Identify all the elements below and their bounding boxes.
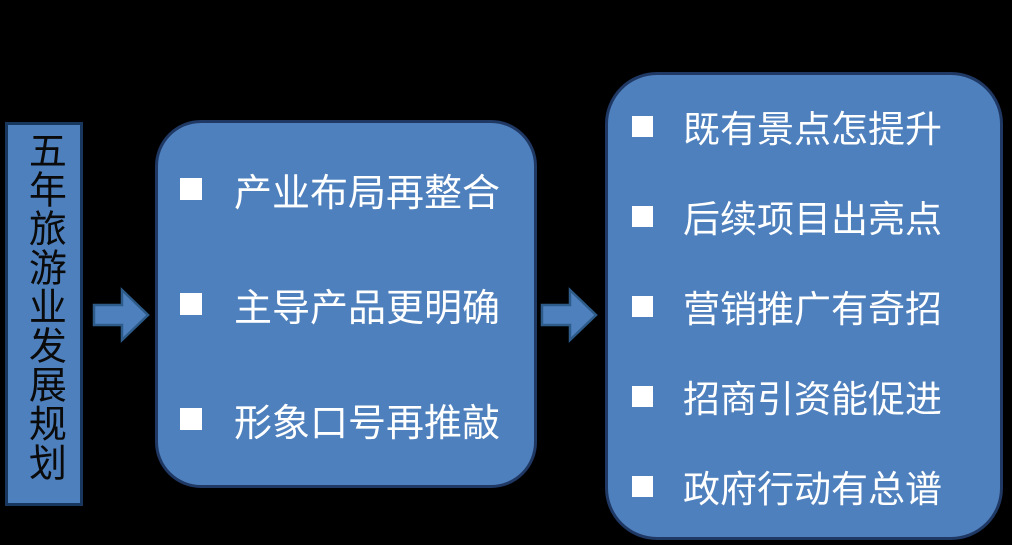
square-bullet-icon [632, 295, 653, 317]
title-box-label: 五年旅游业发展规划 [22, 131, 67, 482]
list-item[interactable]: 既有景点怎提升 [632, 99, 1000, 153]
list-item-label: 主导产品更明确 [234, 285, 501, 330]
square-bullet-icon [180, 178, 202, 200]
list-item-label: 招商引资能促进 [683, 378, 942, 421]
title-box[interactable]: 五年旅游业发展规划 [5, 122, 83, 506]
square-bullet-icon [180, 293, 202, 315]
square-bullet-icon [632, 115, 653, 137]
right-content-box[interactable]: 既有景点怎提升 后续项目出亮点 营销推广有奇招 招商引资能促进 政府行动有总谱 [605, 72, 1003, 540]
middle-content-box[interactable]: 产业布局再整合 主导产品更明确 形象口号再推敲 [155, 120, 537, 488]
list-item[interactable]: 政府行动有总谱 [632, 459, 1000, 513]
list-item[interactable]: 主导产品更明确 [180, 277, 534, 332]
square-bullet-icon [632, 475, 653, 497]
list-item[interactable]: 后续项目出亮点 [632, 189, 1000, 243]
list-item[interactable]: 形象口号再推敲 [180, 392, 534, 447]
list-item-label: 既有景点怎提升 [683, 108, 942, 151]
list-item[interactable]: 产业布局再整合 [180, 162, 534, 217]
list-item-label: 政府行动有总谱 [683, 468, 942, 511]
right-arrow-icon [540, 287, 598, 343]
list-item-label: 产业布局再整合 [234, 170, 501, 215]
list-item-label: 营销推广有奇招 [683, 288, 942, 331]
square-bullet-icon [632, 385, 653, 407]
middle-bullet-list: 产业布局再整合 主导产品更明确 形象口号再推敲 [158, 151, 534, 457]
right-arrow-icon [92, 287, 150, 343]
right-bullet-list: 既有景点怎提升 后续项目出亮点 营销推广有奇招 招商引资能促进 政府行动有总谱 [608, 105, 1000, 511]
list-item-label: 后续项目出亮点 [683, 198, 942, 241]
square-bullet-icon [632, 205, 653, 227]
square-bullet-icon [180, 408, 202, 430]
list-item-label: 形象口号再推敲 [234, 400, 501, 445]
list-item[interactable]: 招商引资能促进 [632, 369, 1000, 423]
list-item[interactable]: 营销推广有奇招 [632, 279, 1000, 333]
